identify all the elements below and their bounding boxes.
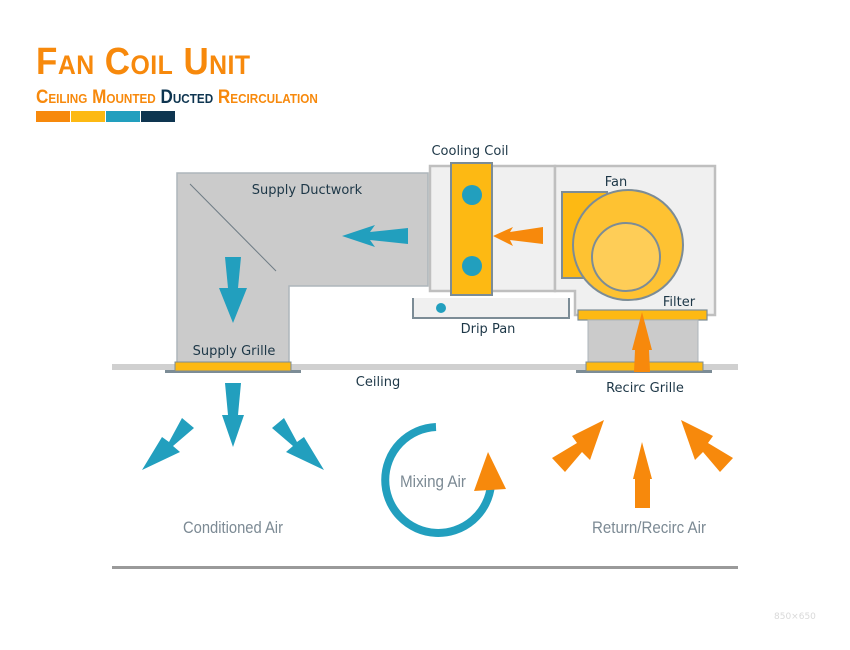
fan-wheel [591,222,661,292]
label-return-air: Return/Recirc Air [592,518,706,537]
watermark: 850×650 [774,612,816,622]
swatch-orange [36,111,70,122]
label-supply-ductwork: Supply Ductwork [252,183,363,198]
label-recirc-grille: Recirc Grille [606,381,684,396]
swatch-yellow [71,111,105,122]
label-cooling-coil: Cooling Coil [431,144,508,159]
conditioned-air-arrow-right [272,418,324,470]
supply-ductwork [176,172,429,365]
return-air-arrow-upright [681,420,733,472]
label-filter: Filter [663,295,696,310]
mixing-air-circle-arrow [381,423,495,537]
label-fan: Fan [605,175,628,190]
label-ceiling: Ceiling [356,375,400,390]
subtitle-part-1: Ceiling Mounted [36,87,161,108]
drip-pan-drain-icon [436,303,446,313]
subtitle-part-2: Ducted [160,87,214,108]
return-flow-arrow-up [632,312,652,372]
page-title: Fan Coil Unit [36,41,251,83]
page-subtitle: Ceiling Mounted Ducted Recirculation [36,87,318,109]
supply-grille [174,361,292,372]
duct-turning-vane [189,183,277,272]
return-air-arrow-up [633,442,652,508]
swatch-navy [141,111,175,122]
drip-pan [412,298,570,319]
label-conditioned-air: Conditioned Air [183,518,283,537]
conditioned-air-arrow-down [222,383,244,447]
mixing-air-arrowhead [474,452,506,491]
label-supply-grille: Supply Grille [193,344,276,359]
cooling-coil [450,162,493,296]
return-flow-arrow-coil [493,227,543,246]
color-swatches [36,111,175,122]
coil-pipe-top [462,185,482,205]
ceiling-line [112,364,738,370]
floor-line [112,566,738,569]
coil-pipe-bottom [462,256,482,276]
conditioned-air-arrow-left [142,418,194,470]
subtitle-part-3: Recirculation [213,87,318,108]
label-drip-pan: Drip Pan [461,322,516,337]
return-air-arrow-upleft [552,420,604,472]
supply-flow-arrow-down [219,257,247,323]
label-mixing-air: Mixing Air [400,472,466,491]
swatch-teal [106,111,140,122]
supply-flow-arrow-left [342,225,408,247]
